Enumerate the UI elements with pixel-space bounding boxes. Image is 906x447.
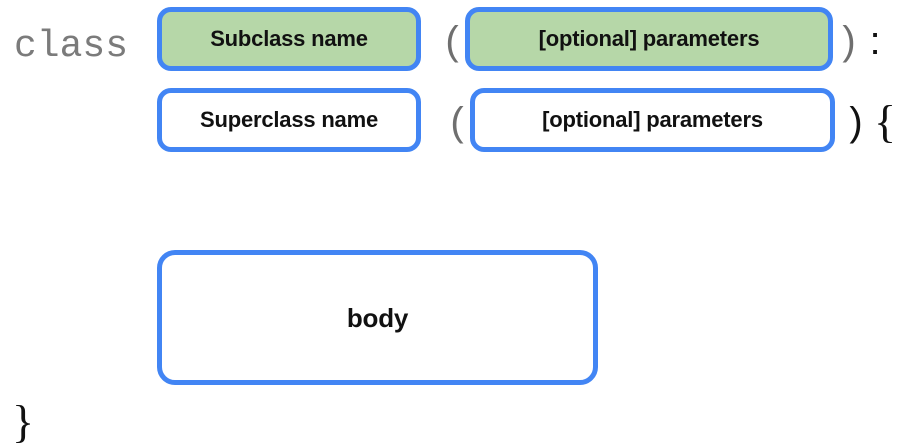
superclass-parameters-label: [optional] parameters — [542, 107, 763, 132]
open-brace: { — [873, 96, 897, 147]
subclass-parameters-label: [optional] parameters — [538, 26, 760, 51]
subclass-name-slot[interactable]: Subclass name — [157, 7, 421, 71]
superclass-name-label: Superclass name — [200, 107, 378, 132]
subclass-close-paren: ) — [842, 19, 856, 63]
class-body-slot[interactable]: body — [157, 250, 598, 385]
superclass-close-paren: ) — [849, 100, 863, 144]
subclass-colon-terminator: : — [869, 19, 881, 63]
class-body-label: body — [346, 302, 409, 333]
class-keyword: class — [14, 25, 129, 68]
superclass-parameters-slot[interactable]: [optional] parameters — [470, 88, 835, 152]
subclass-name-label: Subclass name — [210, 26, 368, 51]
superclass-open-paren: ( — [450, 100, 464, 144]
close-brace: } — [12, 396, 35, 447]
subclass-parameters-slot[interactable]: [optional] parameters — [465, 7, 833, 71]
superclass-name-slot[interactable]: Superclass name — [157, 88, 421, 152]
subclass-open-paren: ( — [445, 19, 459, 63]
